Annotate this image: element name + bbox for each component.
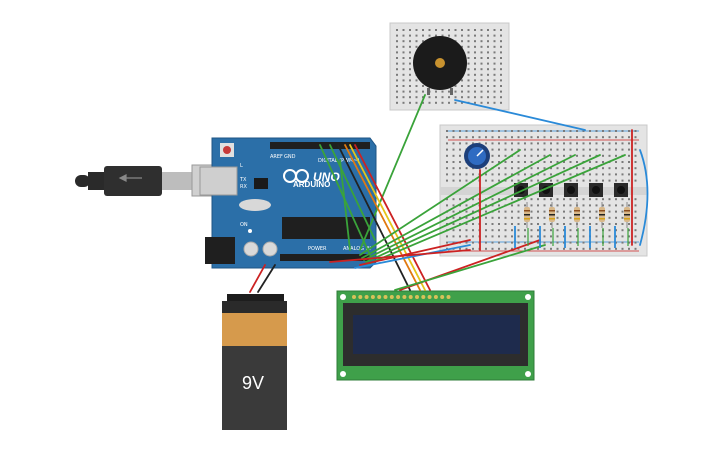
arduino-gnd-label: GND: [284, 154, 296, 160]
ground-jumpers: [514, 226, 629, 248]
pushbutton-icon: [589, 183, 603, 197]
pushbutton-icon: [614, 183, 628, 197]
arduino-on-label: ON: [240, 222, 248, 228]
resistor-icon: [549, 202, 555, 228]
battery-voltage-label: 9V: [242, 373, 264, 393]
arduino-aref-label: AREF: [270, 154, 283, 160]
potentiometer-icon: [464, 143, 490, 169]
arduino-l-label: L: [240, 163, 243, 169]
pushbutton-icon: [564, 183, 578, 197]
resistor-icon: [599, 202, 605, 228]
arduino-digital-label: DIGITAL (PWM~): [318, 158, 360, 164]
arduino-brand-label: ARDUINO: [293, 180, 330, 189]
arduino-power-label: POWER: [308, 246, 327, 252]
resistor-row: [524, 202, 630, 228]
resistor-icon: [624, 202, 630, 228]
resistor-icon: [574, 202, 580, 228]
battery-9v: 9V: [222, 294, 287, 430]
mini-breadboard: [389, 22, 510, 111]
arduino-analog-label: ANALOG IN: [343, 246, 371, 252]
buzzer-icon: [413, 36, 467, 95]
arduino-rx-label: RX: [240, 184, 247, 190]
resistor-icon: [524, 202, 530, 228]
lcd-16x2-module: [336, 290, 535, 381]
wires: [249, 94, 649, 293]
arduino-tx-label: TX: [239, 177, 247, 183]
